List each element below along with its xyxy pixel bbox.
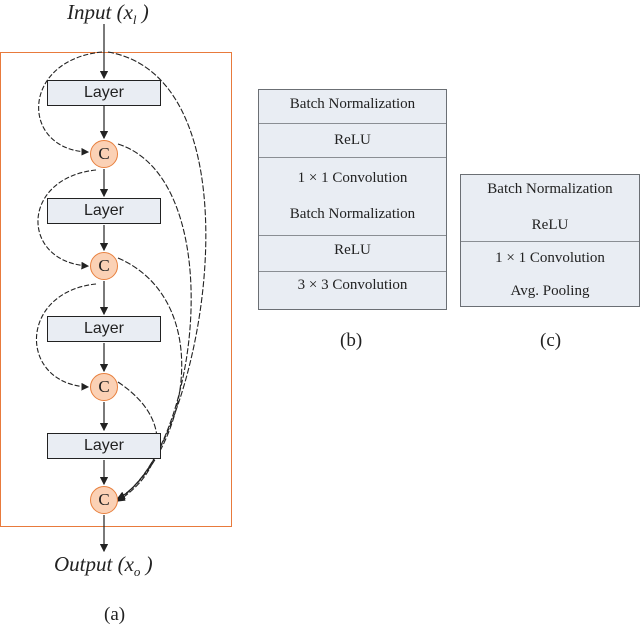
skip-c2-c3 [35, 283, 97, 391]
c-row-batch-norm: Batch Normalization [487, 181, 613, 197]
input-label-sub: l [132, 12, 137, 28]
concat-node-1: C [90, 140, 118, 168]
b-row-relu-1: ReLU [334, 132, 371, 148]
skip-input-c4 [107, 51, 207, 499]
b-row-conv1x1: 1 × 1 Convolution [297, 170, 408, 186]
transition-layer-c: Batch Normalization ReLU 1 × 1 Convoluti… [460, 174, 640, 307]
composite-layer-b: Batch Normalization ReLU 1 × 1 Convoluti… [258, 89, 447, 310]
output-label-text: Output (x [54, 552, 134, 576]
dense-block-frame [0, 52, 232, 527]
skip-c1-c4 [117, 143, 192, 500]
output-label: Output (xo ) [54, 552, 153, 580]
b-divider-4 [259, 271, 446, 272]
skip-input-c1 [38, 51, 103, 156]
output-label-sub: o [133, 564, 141, 580]
concat-node-2: C [90, 252, 118, 280]
output-label-close: ) [140, 552, 153, 576]
input-label-close: ) [136, 0, 149, 24]
b-divider-3 [259, 235, 446, 236]
b-row-conv3x3: 3 × 3 Convolution [297, 277, 408, 293]
concat-node-3: C [90, 373, 118, 401]
caption-b: (b) [340, 330, 363, 351]
c-row-relu: ReLU [531, 217, 569, 233]
c-row-conv1x1: 1 × 1 Convolution [495, 250, 605, 266]
b-divider-2 [259, 157, 446, 158]
caption-a: (a) [104, 604, 126, 625]
b-row-batch-norm-2: Batch Normalization [289, 206, 416, 222]
input-label-text: Input (x [67, 0, 133, 24]
c-divider-1 [461, 241, 639, 242]
c-row-avg-pooling: Avg. Pooling [510, 283, 590, 299]
b-row-relu-2: ReLU [334, 242, 371, 258]
skip-c1-c2 [37, 169, 97, 270]
skip-c2-c4 [117, 257, 183, 501]
b-divider-1 [259, 123, 446, 124]
layer-box-4: Layer [47, 433, 161, 459]
concat-node-4: C [90, 486, 118, 514]
layer-box-3: Layer [47, 316, 161, 342]
b-row-batch-norm-1: Batch Normalization [289, 96, 416, 112]
layer-box-2: Layer [47, 198, 161, 224]
caption-c: (c) [540, 330, 562, 351]
layer-box-1: Layer [47, 80, 161, 106]
input-label: Input (xl ) [67, 0, 149, 28]
